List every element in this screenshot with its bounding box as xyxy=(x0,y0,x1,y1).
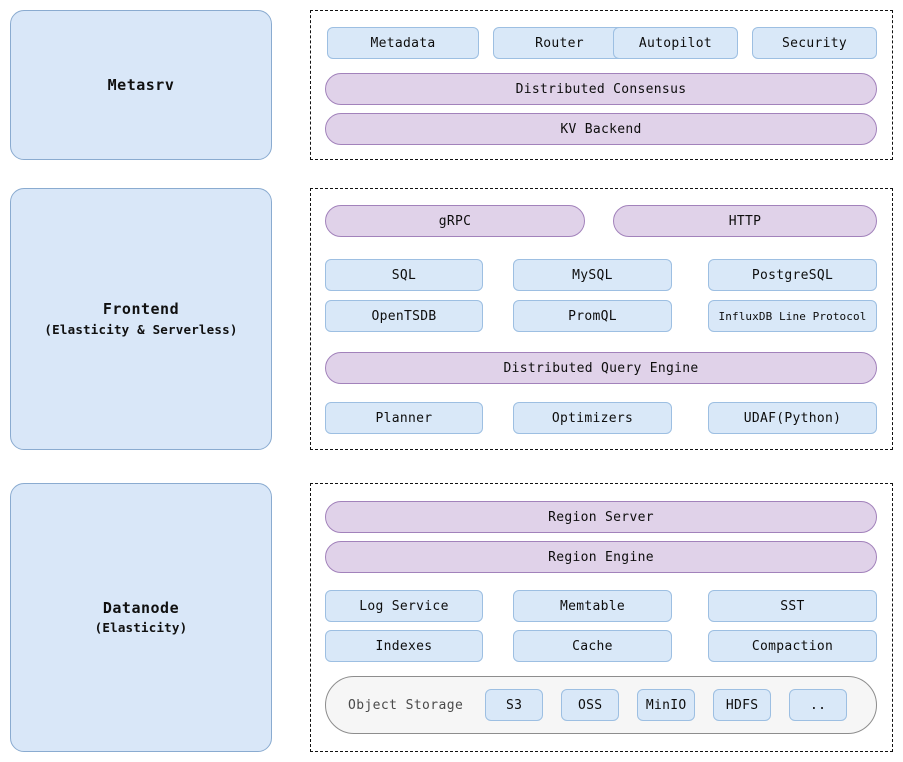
node-sql[interactable]: SQL xyxy=(325,259,483,291)
node-opentsdb[interactable]: OpenTSDB xyxy=(325,300,483,332)
node-log-service[interactable]: Log Service xyxy=(325,590,483,622)
node-postgresql[interactable]: PostgreSQL xyxy=(708,259,877,291)
node-region-server[interactable]: Region Server xyxy=(325,501,877,533)
node-planner[interactable]: Planner xyxy=(325,402,483,434)
node-mysql[interactable]: MySQL xyxy=(513,259,672,291)
node-udaf-python[interactable]: UDAF(Python) xyxy=(708,402,877,434)
group-datanode xyxy=(310,483,893,752)
node-distributed-query-engine[interactable]: Distributed Query Engine xyxy=(325,352,877,384)
node-indexes[interactable]: Indexes xyxy=(325,630,483,662)
node-s3[interactable]: S3 xyxy=(485,689,544,721)
node-cache[interactable]: Cache xyxy=(513,630,672,662)
object-storage-options: S3 OSS MinIO HDFS .. xyxy=(485,689,848,721)
node-router[interactable]: Router xyxy=(493,27,626,59)
node-compaction[interactable]: Compaction xyxy=(708,630,877,662)
node-influxdb-line-protocol[interactable]: InfluxDB Line Protocol xyxy=(708,300,877,332)
panel-datanode-title: Datanode xyxy=(102,598,180,617)
object-storage-container: Object Storage S3 OSS MinIO HDFS .. xyxy=(325,676,877,734)
panel-frontend-title: Frontend xyxy=(102,300,180,319)
node-promql[interactable]: PromQL xyxy=(513,300,672,332)
node-optimizers[interactable]: Optimizers xyxy=(513,402,672,434)
node-memtable[interactable]: Memtable xyxy=(513,590,672,622)
node-distributed-consensus[interactable]: Distributed Consensus xyxy=(325,73,877,105)
node-http[interactable]: HTTP xyxy=(613,205,877,237)
panel-frontend-subtitle: (Elasticity & Serverless) xyxy=(44,321,238,337)
node-autopilot[interactable]: Autopilot xyxy=(613,27,738,59)
object-storage-label: Object Storage xyxy=(348,697,464,713)
node-hdfs[interactable]: HDFS xyxy=(713,689,772,721)
panel-datanode-subtitle: (Elasticity) xyxy=(94,620,188,636)
node-sst[interactable]: SST xyxy=(708,590,877,622)
group-metasrv xyxy=(310,10,893,160)
node-minio[interactable]: MinIO xyxy=(637,689,696,721)
panel-frontend: Frontend (Elasticity & Serverless) xyxy=(10,188,272,450)
node-grpc[interactable]: gRPC xyxy=(325,205,585,237)
node-more[interactable]: .. xyxy=(789,689,848,721)
panel-datanode: Datanode (Elasticity) xyxy=(10,483,272,752)
panel-metasrv-title: Metasrv xyxy=(107,75,175,94)
group-frontend xyxy=(310,188,893,450)
node-kv-backend[interactable]: KV Backend xyxy=(325,113,877,145)
node-metadata[interactable]: Metadata xyxy=(327,27,479,59)
node-security[interactable]: Security xyxy=(752,27,877,59)
node-oss[interactable]: OSS xyxy=(561,689,620,721)
panel-metasrv: Metasrv xyxy=(10,10,272,160)
node-region-engine[interactable]: Region Engine xyxy=(325,541,877,573)
